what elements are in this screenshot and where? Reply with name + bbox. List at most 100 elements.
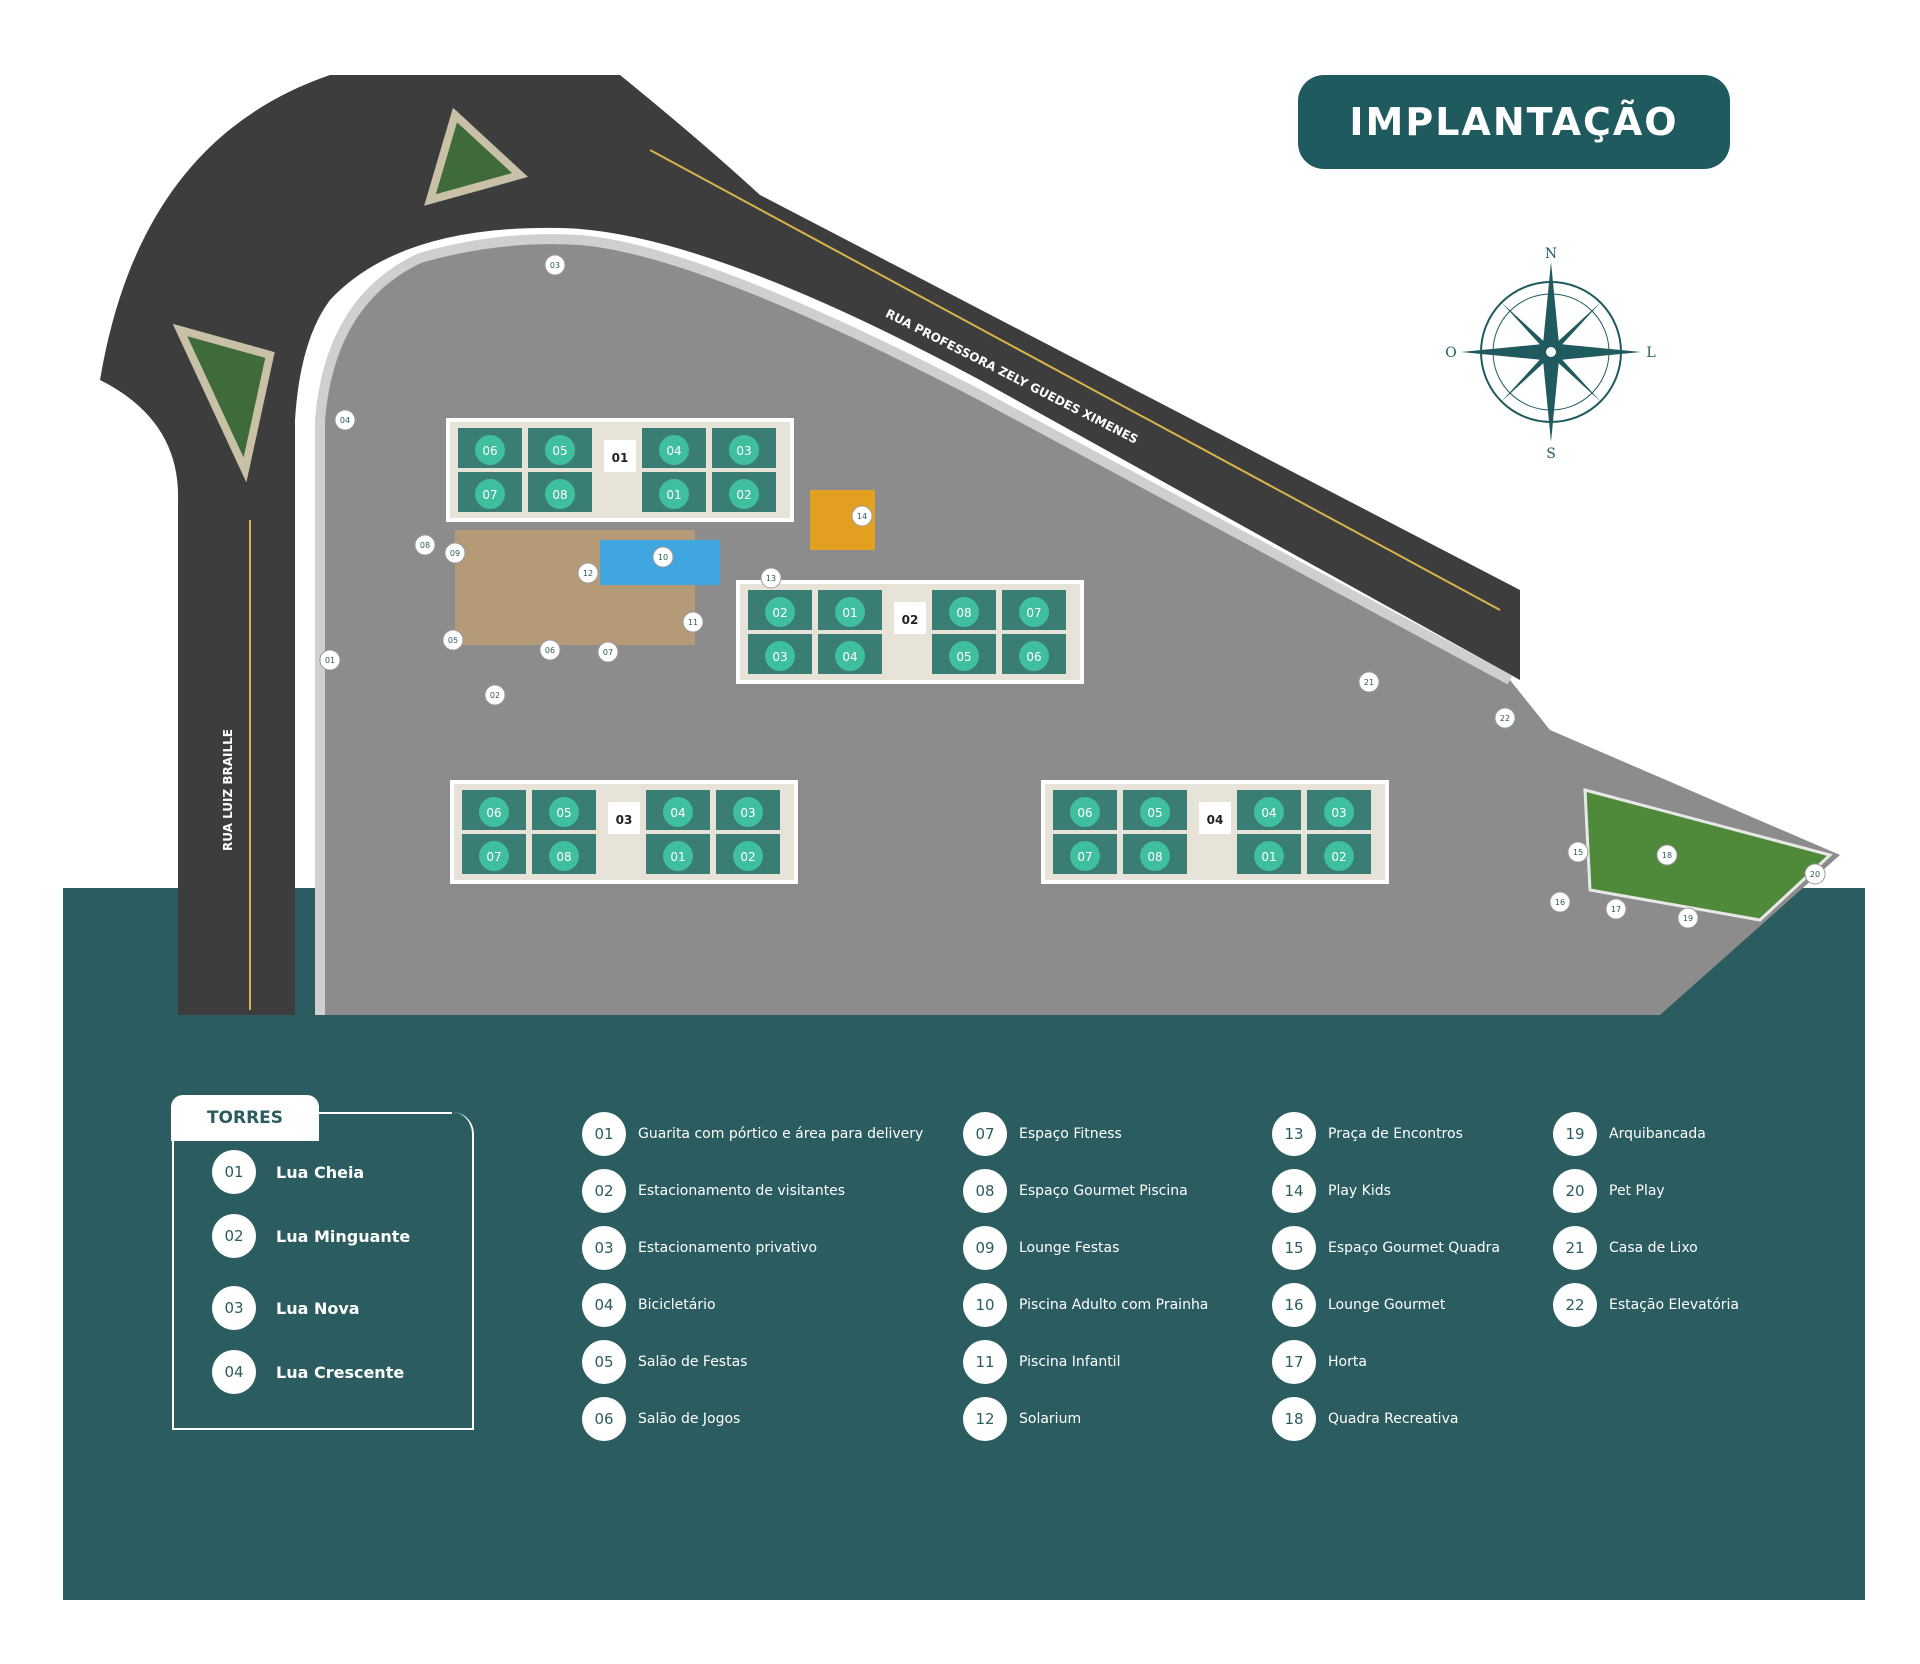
unit-badge (479, 841, 509, 871)
unit-number: 04 (842, 650, 857, 664)
unit-badge (949, 641, 979, 671)
map-marker (1656, 844, 1678, 866)
legend-label: Pet Play (1609, 1183, 1665, 1199)
unit-number: 08 (1147, 850, 1162, 864)
legend-number: 08 (963, 1169, 1007, 1213)
unit-badge (765, 641, 795, 671)
unit-badge (1070, 797, 1100, 827)
map-marker (544, 254, 566, 276)
legend-item: 01 Guarita com pórtico e área para delive… (582, 1112, 923, 1156)
torre-number: 03 (212, 1286, 256, 1330)
map-marker-number: 14 (857, 512, 867, 521)
compass-o: O (1445, 345, 1456, 361)
legend-number: 22 (1553, 1283, 1597, 1327)
unit-number: 05 (1147, 806, 1162, 820)
tower-number: 02 (902, 613, 919, 627)
unit-badge (1254, 797, 1284, 827)
map-marker-number: 09 (450, 549, 460, 558)
legend-label: Guarita com pórtico e área para delivery (638, 1126, 924, 1142)
unit-number: 07 (1077, 850, 1092, 864)
site-curb (315, 234, 1513, 1015)
unit-number: 05 (556, 806, 571, 820)
unit-badge (1324, 841, 1354, 871)
unit-badge (765, 597, 795, 627)
unit-badge (663, 797, 693, 827)
compass-l: L (1646, 345, 1655, 361)
legend-label: Praça de Encontros (1328, 1126, 1463, 1142)
traffic-island (172, 323, 275, 483)
map-marker (319, 649, 341, 671)
unit-number: 04 (1261, 806, 1276, 820)
legend-number: 04 (582, 1283, 626, 1327)
legend-label: Piscina Infantil (1019, 1354, 1121, 1370)
traffic-island (424, 107, 528, 206)
map-marker-number: 03 (550, 261, 560, 270)
legend-label: Estação Elevatória (1609, 1297, 1739, 1313)
unit-badge (1019, 641, 1049, 671)
map-marker-number: 07 (603, 648, 613, 657)
map-marker-number: 02 (490, 691, 500, 700)
legend-label: Salão de Jogos (638, 1411, 741, 1427)
unit-badge (1140, 841, 1170, 871)
legend-label: Espaço Gourmet Piscina (1019, 1183, 1188, 1199)
unit-number: 03 (736, 444, 751, 458)
legend-label: Estacionamento de visitantes (638, 1183, 846, 1199)
map-marker (597, 641, 619, 663)
legend-number: 06 (582, 1397, 626, 1441)
unit-badge (733, 841, 763, 871)
page-title: IMPLANTAÇÃO (1349, 100, 1679, 144)
unit-number: 03 (740, 806, 755, 820)
map-marker-number: 20 (1810, 870, 1820, 879)
legend-item: 20 Pet Play (1553, 1169, 1665, 1213)
compass-n: N (1545, 246, 1557, 262)
legend-number: 07 (963, 1112, 1007, 1156)
legend-item: 04 Bicicletário (582, 1283, 716, 1327)
legend-label: Play Kids (1328, 1183, 1391, 1199)
map-marker (1494, 707, 1516, 729)
legend-number: 01 (582, 1112, 626, 1156)
compass-rose-icon: N S O L (1445, 246, 1655, 462)
unit-number: 03 (1331, 806, 1346, 820)
map-marker (442, 629, 464, 651)
unit-badge (949, 597, 979, 627)
map-marker (851, 505, 873, 527)
unit-number: 03 (772, 650, 787, 664)
map-marker (1804, 863, 1826, 885)
legend-number: 20 (1553, 1169, 1597, 1213)
legend-label: Salão de Festas (638, 1354, 748, 1370)
map-marker (539, 639, 561, 661)
map-marker (760, 567, 782, 589)
legend-label: Piscina Adulto com Prainha (1019, 1297, 1209, 1313)
football-field (1583, 788, 1834, 922)
unit-badge (1324, 797, 1354, 827)
legend-number: 13 (1272, 1112, 1316, 1156)
tower-number: 03 (616, 813, 633, 827)
unit-number: 01 (670, 850, 685, 864)
legend-label: Lounge Festas (1019, 1240, 1120, 1256)
unit-number: 02 (740, 850, 755, 864)
unit-number: 07 (486, 850, 501, 864)
map-marker-number: 01 (325, 656, 335, 665)
map-marker-number: 15 (1573, 848, 1583, 857)
map-marker (1358, 671, 1380, 693)
map-marker-number: 21 (1364, 678, 1374, 687)
legend-label: Bicicletário (638, 1297, 716, 1313)
map-marker (334, 409, 356, 431)
legend-label: Horta (1328, 1354, 1367, 1370)
unit-number: 04 (666, 444, 681, 458)
torre-number: 02 (212, 1214, 256, 1258)
unit-badge (659, 479, 689, 509)
map-marker-number: 08 (420, 541, 430, 550)
map-marker (577, 562, 599, 584)
legend-number: 16 (1272, 1283, 1316, 1327)
legend-number: 09 (963, 1226, 1007, 1270)
